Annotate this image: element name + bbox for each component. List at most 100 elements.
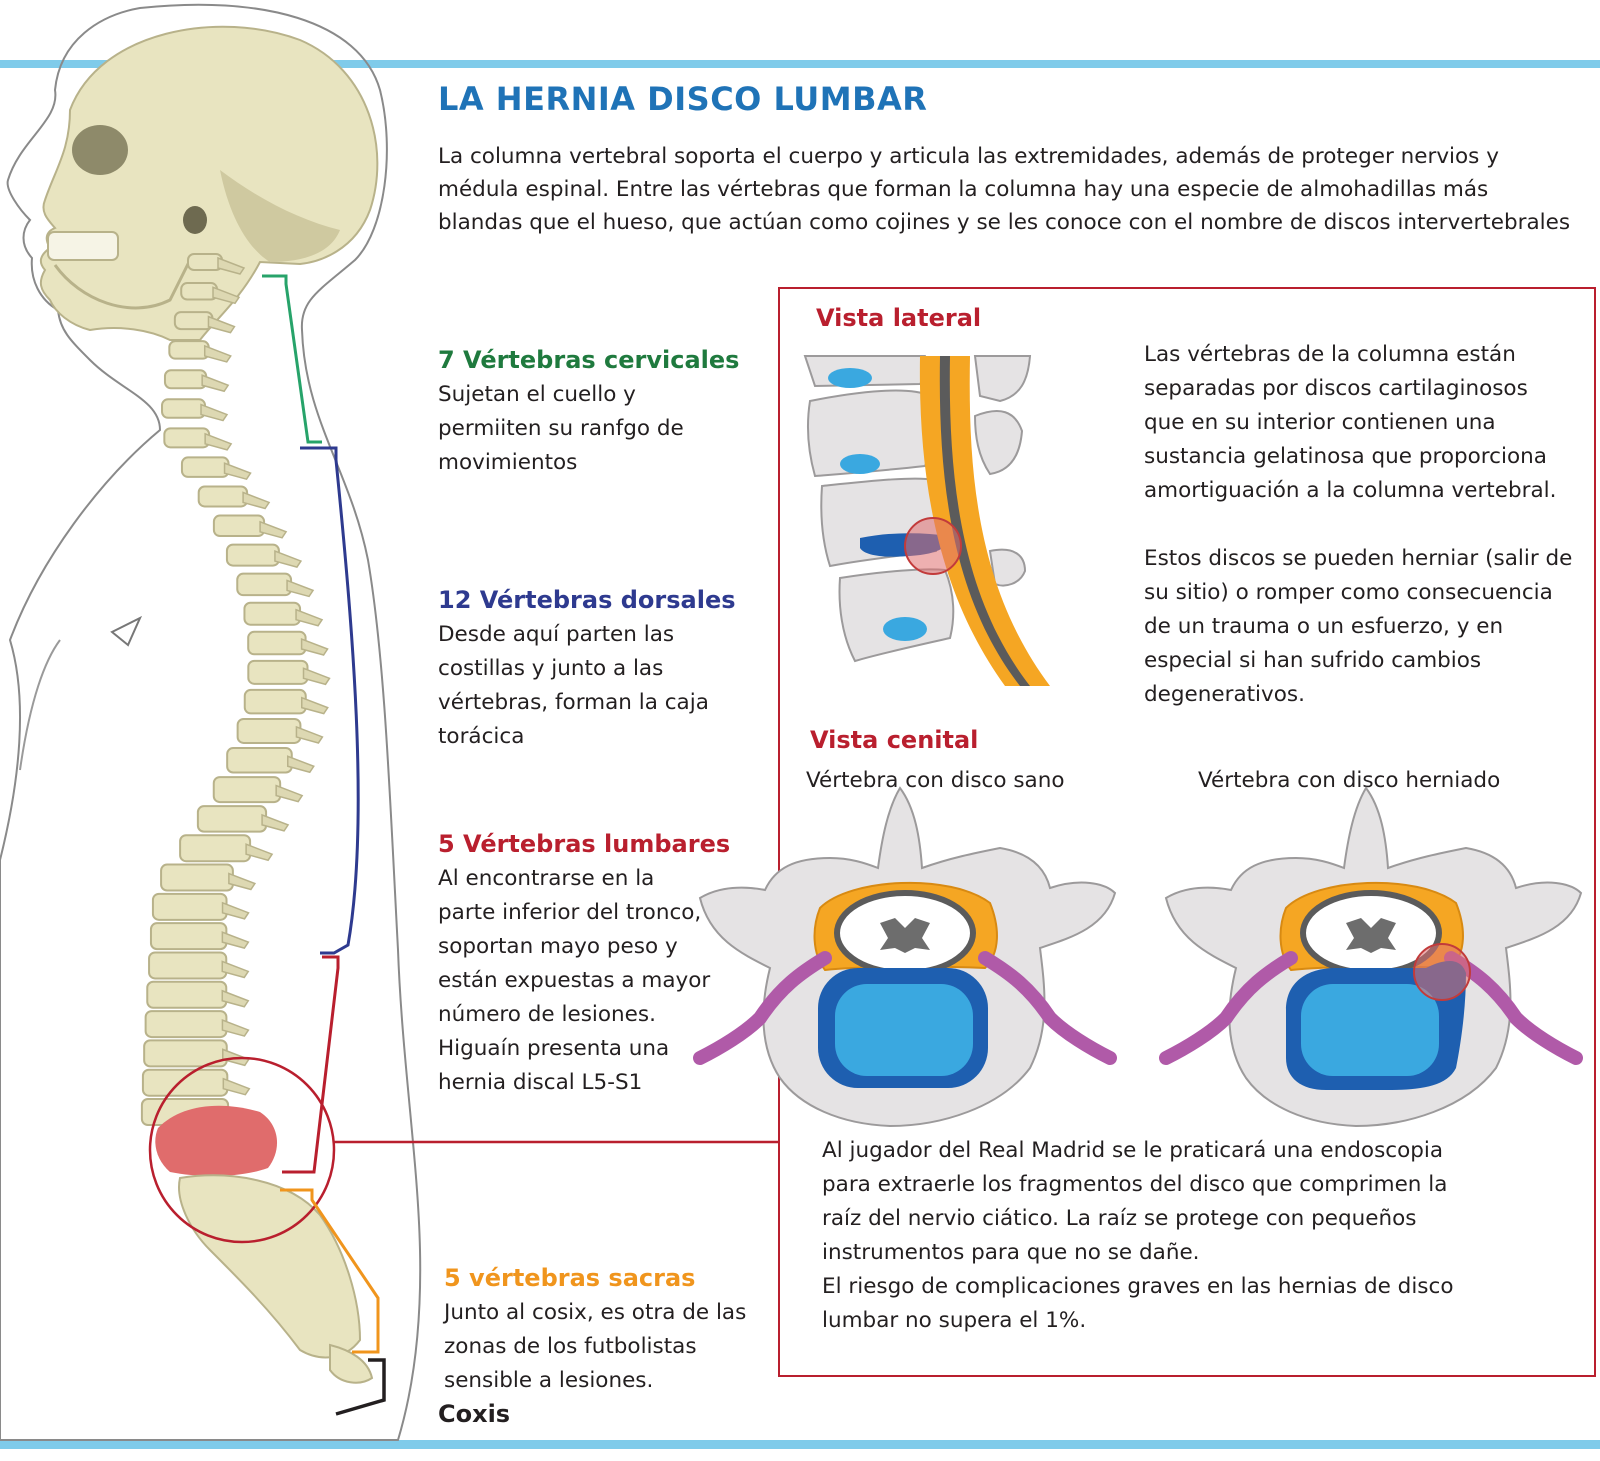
- text-line: número de lesiones.: [438, 1002, 656, 1027]
- text-line: El riesgo de complicaciones graves en la…: [822, 1274, 1454, 1299]
- vertebra: [149, 922, 228, 951]
- page-title: LA HERNIA DISCO LUMBAR: [438, 80, 928, 118]
- text-line: Al jugador del Real Madrid se le pratica…: [822, 1138, 1444, 1163]
- intervertebral-disc: [828, 368, 872, 388]
- spinous-process: [221, 931, 250, 950]
- vertebra: [163, 427, 211, 449]
- text-line: parte inferior del tronco,: [438, 900, 702, 925]
- coccyx-bracket: [335, 1358, 386, 1416]
- spinous-process: [201, 374, 230, 393]
- lumbar-text: Al encontrarse en la parte inferior del …: [438, 862, 730, 1100]
- nerve-root-left: [693, 951, 832, 1065]
- herniated-vertebra-label: Vértebra con disco herniado: [1198, 768, 1501, 793]
- text-line: Higuaín presenta una: [438, 1036, 670, 1061]
- cervical-section: 7 Vértebras cervicales Sujetan el cuello…: [438, 346, 739, 480]
- vertebra: [180, 282, 219, 301]
- eye-socket: [72, 125, 128, 175]
- vertebra: [144, 1010, 228, 1039]
- text-line: Sujetan el cuello y: [438, 382, 636, 407]
- text-line: sensible a lesiones.: [444, 1368, 654, 1393]
- vertebra: [179, 834, 252, 863]
- vertebra: [173, 311, 214, 331]
- jaw: [53, 259, 192, 310]
- body-silhouette: [0, 3, 422, 1441]
- spinous-process: [988, 548, 1027, 587]
- text-line: zonas de los futbolistas: [444, 1334, 697, 1359]
- text-line: sustancia gelatinosa que proporciona: [1144, 444, 1547, 469]
- spinal-cord: [939, 356, 1030, 686]
- text-line: su sitio) o romper como consecuencia: [1144, 580, 1553, 605]
- vertebra: [187, 253, 223, 271]
- spinous-process: [222, 1077, 251, 1096]
- spinous-process: [259, 520, 288, 539]
- text-line: degenerativos.: [1144, 682, 1305, 707]
- herniated-vertebra-illustration: [1159, 786, 1583, 1128]
- lateral-view-text: Las vértebras de la columna están separa…: [1144, 338, 1572, 712]
- vertebra: [212, 776, 282, 804]
- intro-paragraph: La columna vertebral soporta el cuerpo y…: [438, 140, 1598, 239]
- cervical-heading: 7 Vértebras cervicales: [438, 346, 740, 374]
- spinous-process: [204, 432, 233, 451]
- vertebra: [163, 369, 208, 390]
- spinous-process: [221, 989, 250, 1008]
- vertebra: [160, 863, 234, 892]
- spinous-process: [221, 901, 250, 920]
- text-line: amortiguación a la columna vertebral.: [1144, 478, 1557, 503]
- nerve-root-right: [1444, 951, 1583, 1065]
- vertebra: [151, 892, 228, 921]
- spinous-process: [245, 843, 274, 862]
- intro-line: médula espinal. Entre las vértebras que …: [438, 177, 1489, 202]
- text-line: Desde aquí parten las: [438, 622, 675, 647]
- text-line: hernia discal L5-S1: [438, 1070, 643, 1095]
- arm-line: [19, 639, 61, 771]
- intervertebral-disc: [883, 617, 927, 641]
- spinous-process: [274, 550, 303, 568]
- text-line: están expuestas a mayor: [438, 968, 711, 993]
- cervical-text: Sujetan el cuello y permiiten su ranfgo …: [438, 378, 739, 480]
- spinous-process: [217, 256, 246, 275]
- vertebra: [236, 572, 293, 597]
- vertebra: [146, 980, 228, 1009]
- vertebra: [161, 398, 207, 419]
- vertebra: [225, 543, 280, 567]
- text-line: especial si han sufrido cambios: [1144, 648, 1482, 673]
- spinous-process: [275, 784, 304, 803]
- spinous-process: [295, 725, 324, 744]
- text-line: torácica: [438, 724, 525, 749]
- spinous-process: [286, 579, 315, 598]
- text-line: para extraerle los fragmentos del disco …: [822, 1172, 1448, 1197]
- spinous-process: [261, 813, 290, 832]
- spinous-process: [295, 608, 324, 627]
- sacral-bracket: [280, 1188, 380, 1354]
- lateral-view-illustration: [800, 355, 1090, 686]
- sacral-text: Junto al cosix, es otra de las zonas de …: [444, 1296, 746, 1398]
- vertebra: [180, 456, 230, 478]
- spinous-process: [973, 355, 1032, 403]
- top-rule: [0, 60, 1600, 68]
- vertebra: [196, 805, 268, 833]
- text-line: raíz del nervio ciático. La raíz se prot…: [822, 1206, 1417, 1231]
- treatment-note: Al jugador del Real Madrid se le pratica…: [822, 1134, 1453, 1338]
- coccyx-bone: [329, 1343, 374, 1384]
- vertebra: [197, 485, 249, 508]
- gray-matter: [1346, 918, 1396, 953]
- intro-line: La columna vertebral soporta el cuerpo y…: [438, 144, 1499, 169]
- figure-box: [778, 287, 1596, 1377]
- vertebral-body: [838, 568, 955, 663]
- herniated-vertebra-highlight: [155, 1105, 278, 1177]
- vertebra: [226, 747, 293, 774]
- text-line: lumbar no supera el 1%.: [822, 1308, 1087, 1333]
- intro-line: blandas que el hueso, que actúan como co…: [438, 210, 1571, 235]
- nerve-root-right: [978, 951, 1117, 1065]
- text-line: Al encontrarse en la: [438, 866, 655, 891]
- healthy-vertebra-label: Vértebra con disco sano: [806, 768, 1065, 793]
- text-line: vértebras, forman la caja: [438, 690, 709, 715]
- spinous-process: [242, 491, 271, 510]
- spinous-process: [287, 755, 315, 774]
- vertebra: [148, 951, 228, 980]
- dorsal-bracket: [300, 446, 360, 955]
- bottom-rule: [0, 1440, 1600, 1449]
- healthy-vertebra-illustration: [693, 786, 1117, 1128]
- nerve-root-left: [1159, 951, 1298, 1065]
- cenital-view-heading: Vista cenital: [810, 726, 979, 754]
